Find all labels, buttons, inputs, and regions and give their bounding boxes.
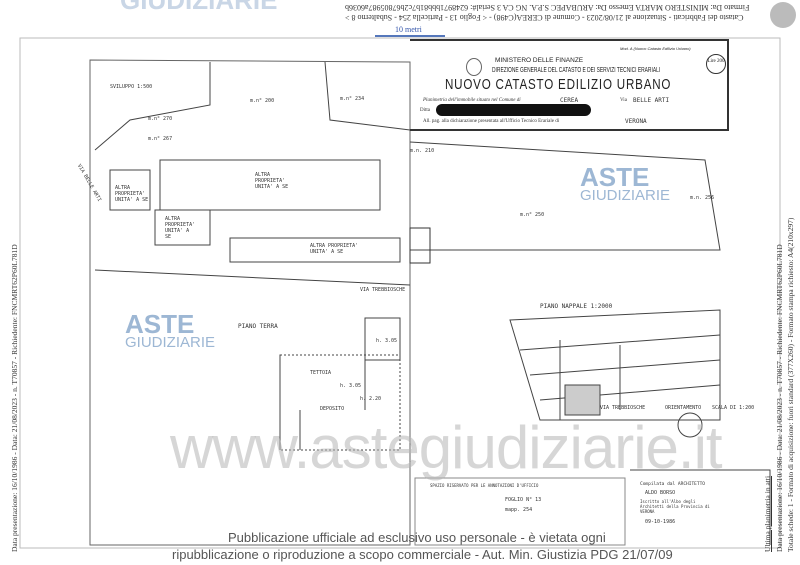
scale-label: 10 metri bbox=[395, 25, 422, 34]
plan-label: SCALA DI 1:200 bbox=[712, 405, 755, 411]
right-side-text-3: Totale schede: 1 - Formato di acquisizio… bbox=[786, 217, 795, 552]
plan-label: VIA TREBBIOSCHE bbox=[360, 287, 406, 293]
aste-logo-text: ASTE bbox=[580, 162, 650, 192]
plan-label: m.n. 210 bbox=[410, 148, 435, 154]
plan-label: m.n° 200 bbox=[250, 98, 275, 104]
via-value: BELLE ARTI bbox=[633, 97, 670, 104]
ministry: MINISTERO DELLE FINANZE bbox=[495, 57, 584, 64]
plan-label: m.n° 270 bbox=[148, 116, 173, 122]
seal-icon bbox=[770, 2, 796, 28]
mappale: mapp. 254 bbox=[505, 507, 533, 513]
foglio: FOGLIO N° 13 bbox=[505, 497, 542, 503]
emblem-icon bbox=[466, 58, 482, 76]
plan-label: ALTRA PROPRIETA' UNITA' A SE bbox=[255, 172, 289, 190]
ufficio-label: All. pag. alla dichiarazione presentata … bbox=[423, 119, 560, 124]
direction: DIREZIONE GENERALE DEL CATASTO E DEI SER… bbox=[492, 67, 661, 74]
plan-label: m.n° 250 bbox=[520, 212, 545, 218]
compilata: Compilata dal ARCHITETTO bbox=[640, 482, 706, 487]
plan-label: m.n° 234 bbox=[340, 96, 365, 102]
ditta-label: Ditta bbox=[420, 108, 430, 113]
model-label: Mod. A (Nuovo Catasto Edilizio Urbano) bbox=[620, 46, 691, 51]
plan-label: TETTOIA bbox=[310, 370, 332, 376]
via-label: Via bbox=[620, 98, 627, 103]
plan-label: VIA TREBBIOSCHE bbox=[600, 405, 646, 411]
plan-label: ALTRA PROPRIETA' UNITA' A SE bbox=[115, 185, 149, 203]
date: 09-10-1986 bbox=[645, 519, 676, 525]
top-watermark-logo: GIUDIZIARIE bbox=[120, 0, 278, 15]
architect-name: ALDO BORSO bbox=[645, 490, 676, 496]
plan-label: h. 3.05 bbox=[340, 383, 362, 389]
redaction-bar bbox=[436, 104, 591, 116]
giudiziarie-logo-text: GIUDIZIARIE bbox=[580, 187, 671, 205]
giudiziarie-logo-text: GIUDIZIARIE bbox=[125, 334, 216, 352]
left-side-text: Data presentazione: 16/10/1986 - Data: 2… bbox=[10, 244, 19, 552]
publication-notice-2: ripubblicazione o riproduzione a scopo c… bbox=[172, 547, 673, 562]
aste-logo: ASTE GIUDIZIARIE bbox=[580, 162, 671, 205]
aste-logo-text: ASTE bbox=[125, 309, 195, 339]
right-side-text-2: Data presentazione: 16/10/1986 - Data: 2… bbox=[775, 244, 784, 552]
plan-label: h. 3.05 bbox=[376, 338, 398, 344]
publication-notice-1: Pubblicazione ufficiale ad esclusivo uso… bbox=[228, 530, 606, 545]
plan-label: ORIENTAMENTO bbox=[665, 405, 702, 411]
plan-label: SVILUPPO 1:500 bbox=[110, 84, 153, 90]
comune-value: CEREA bbox=[560, 97, 579, 104]
annotations-label: SPAZIO RISERVATO PER LE ANNOTAZIONI D'UF… bbox=[430, 483, 539, 488]
plan-label: h. 2.20 bbox=[360, 396, 382, 402]
scale-bar bbox=[375, 35, 445, 37]
plan-label: m.n. 256 bbox=[690, 195, 715, 201]
plan-label: DEPOSITO bbox=[320, 406, 345, 412]
right-side-text-1: Ultima planimetria in atti bbox=[763, 475, 772, 552]
stamp-lire: Lire 200 bbox=[706, 54, 726, 74]
iscritto: Iscritto all'Albo degli Architetti della… bbox=[640, 499, 710, 514]
aste-logo: ASTE GIUDIZIARIE bbox=[125, 309, 216, 352]
plan-label: ALTRA PROPRIETA' UNITA' A SE bbox=[165, 216, 196, 240]
plan-label: PIANO TERRA bbox=[238, 323, 278, 330]
plan-label: m.n° 267 bbox=[148, 136, 173, 142]
plan-label: PIANO NAPPALE 1:2000 bbox=[540, 303, 613, 310]
form-title: NUOVO CATASTO EDILIZIO URBANO bbox=[445, 77, 672, 93]
comune-label: Planimetria dell'immobile situato nel Co… bbox=[423, 98, 521, 103]
ufficio-value: VERONA bbox=[625, 118, 647, 125]
plan-label: ALTRA PROPRIETA' UNITA' A SE bbox=[310, 243, 359, 255]
site-watermark: www.astegiudiziarie.it bbox=[170, 414, 723, 481]
